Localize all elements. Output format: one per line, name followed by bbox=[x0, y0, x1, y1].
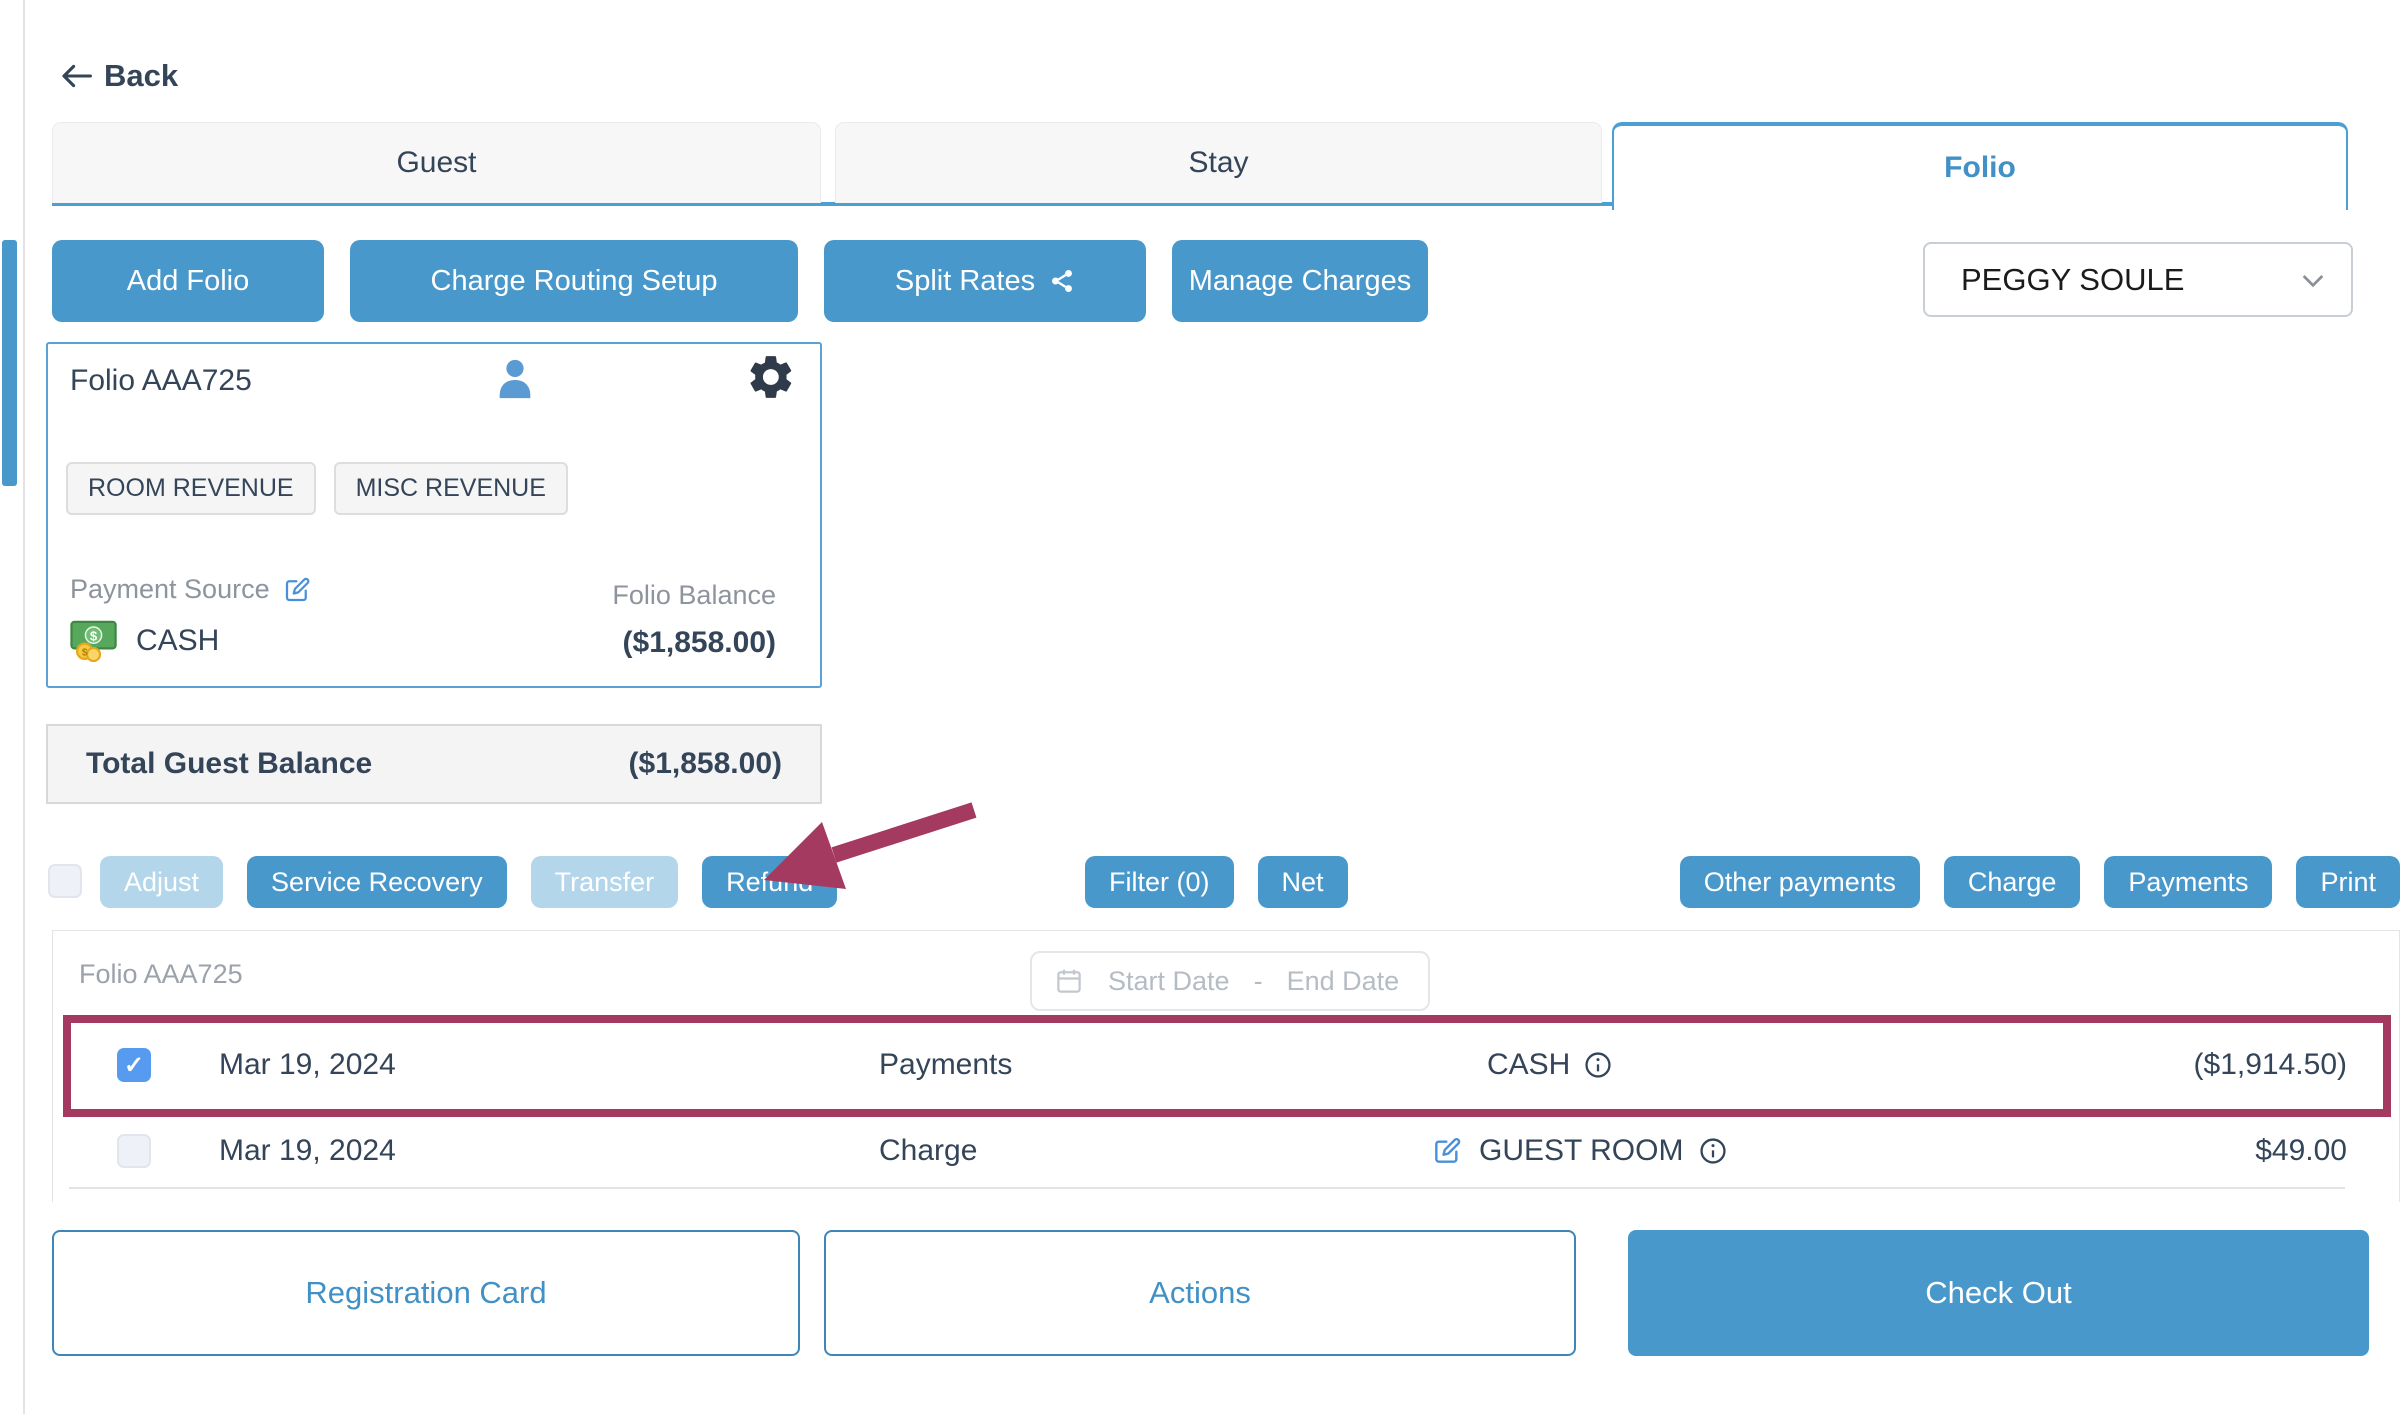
folio-balance-label: Folio Balance bbox=[612, 580, 776, 610]
row-type: Charge bbox=[879, 1134, 978, 1167]
ledger-actions-middle: Filter (0) Net bbox=[1085, 856, 1348, 908]
calendar-icon bbox=[1054, 966, 1084, 996]
revenue-tags: ROOM REVENUE MISC REVENUE bbox=[66, 462, 568, 515]
edit-charge-icon[interactable] bbox=[1431, 1135, 1463, 1167]
ledger-row-charge[interactable]: Mar 19, 2024 Charge GUEST ROOM $49 bbox=[53, 1113, 2399, 1189]
check-out-label: Check Out bbox=[1925, 1275, 2072, 1310]
row-description: GUEST ROOM bbox=[1431, 1134, 1727, 1168]
tab-stay[interactable]: Stay bbox=[835, 122, 1602, 203]
folio-settings-gear-icon[interactable] bbox=[746, 352, 796, 402]
tab-folio[interactable]: Folio bbox=[1612, 122, 2348, 210]
charge-label: Charge bbox=[1967, 866, 2057, 897]
back-arrow-icon bbox=[58, 61, 94, 91]
cash-money-icon: $ $ bbox=[70, 620, 120, 662]
filter-label: Filter (0) bbox=[1109, 866, 1210, 897]
info-icon[interactable] bbox=[1699, 1137, 1727, 1165]
folio-card: Folio AAA725 ROOM REVENUE MISC REVENUE P… bbox=[46, 342, 822, 688]
service-recovery-button[interactable]: Service Recovery bbox=[247, 856, 507, 908]
back-label: Back bbox=[104, 58, 179, 93]
total-guest-balance-value: ($1,858.00) bbox=[628, 747, 782, 780]
payment-source-value: CASH bbox=[136, 624, 220, 657]
manage-charges-label: Manage Charges bbox=[1188, 264, 1412, 297]
print-label: Print bbox=[2320, 866, 2376, 897]
filter-button[interactable]: Filter (0) bbox=[1085, 856, 1234, 908]
guest-selector-dropdown[interactable]: PEGGY SOULE bbox=[1923, 242, 2353, 317]
back-button[interactable]: Back bbox=[58, 58, 178, 94]
tab-guest[interactable]: Guest bbox=[52, 122, 821, 203]
row-type: Payments bbox=[879, 1048, 1013, 1081]
share-icon bbox=[1049, 268, 1075, 294]
other-payments-button[interactable]: Other payments bbox=[1679, 856, 1920, 908]
total-guest-balance-bar: Total Guest Balance ($1,858.00) bbox=[46, 724, 822, 804]
charge-routing-setup-button[interactable]: Charge Routing Setup bbox=[350, 240, 798, 322]
date-range-separator: - bbox=[1253, 965, 1263, 996]
chevron-down-icon bbox=[2297, 264, 2329, 296]
ledger-row-payment[interactable]: Mar 19, 2024 Payments CASH ($1,914.50) bbox=[53, 1027, 2399, 1103]
payments-label: Payments bbox=[2128, 866, 2249, 897]
add-folio-button[interactable]: Add Folio bbox=[52, 240, 324, 322]
row-date: Mar 19, 2024 bbox=[219, 1134, 396, 1167]
transfer-button[interactable]: Transfer bbox=[530, 856, 679, 908]
adjust-button[interactable]: Adjust bbox=[100, 856, 224, 908]
row-divider bbox=[69, 1187, 2345, 1189]
date-range-filter[interactable]: Start Date - End Date bbox=[1030, 951, 1430, 1011]
guest-selector-value: PEGGY SOULE bbox=[1961, 261, 2185, 297]
folio-toolbar: Add Folio Charge Routing Setup Split Rat… bbox=[52, 240, 1428, 322]
folio-ledger-table: Folio AAA725 Start Date - End Date Mar 1… bbox=[52, 930, 2400, 1202]
sidebar-edge-divider bbox=[23, 0, 25, 1414]
transfer-label: Transfer bbox=[554, 866, 655, 897]
svg-text:$: $ bbox=[90, 628, 98, 643]
tag-room-revenue: ROOM REVENUE bbox=[66, 462, 316, 515]
row-date: Mar 19, 2024 bbox=[219, 1048, 396, 1081]
payments-button[interactable]: Payments bbox=[2104, 856, 2273, 908]
tab-underline bbox=[52, 202, 1612, 206]
tab-guest-label: Guest bbox=[396, 146, 477, 179]
refund-label: Refund bbox=[726, 866, 814, 897]
net-label: Net bbox=[1281, 866, 1324, 897]
refund-button[interactable]: Refund bbox=[702, 856, 838, 908]
split-rates-label: Split Rates bbox=[894, 264, 1036, 297]
tab-stay-label: Stay bbox=[1188, 146, 1249, 179]
net-button[interactable]: Net bbox=[1257, 856, 1348, 908]
check-out-button[interactable]: Check Out bbox=[1628, 1230, 2369, 1356]
row-description-text: GUEST ROOM bbox=[1479, 1134, 1684, 1167]
row-amount: ($1,914.50) bbox=[2193, 1048, 2347, 1081]
svg-text:$: $ bbox=[82, 648, 88, 659]
service-recovery-label: Service Recovery bbox=[271, 866, 483, 897]
end-date-input[interactable]: End Date bbox=[1286, 965, 1400, 996]
folio-card-title: Folio AAA725 bbox=[70, 364, 252, 397]
payment-source-label: Payment Source bbox=[70, 574, 270, 604]
ledger-folio-label: Folio AAA725 bbox=[79, 959, 243, 989]
charge-routing-setup-label: Charge Routing Setup bbox=[430, 264, 718, 297]
edit-payment-source-icon[interactable] bbox=[282, 575, 312, 605]
total-guest-balance-label: Total Guest Balance bbox=[86, 747, 373, 780]
ledger-actions-right: Other payments Charge Payments Print bbox=[1679, 856, 2400, 908]
add-folio-label: Add Folio bbox=[126, 264, 250, 297]
start-date-input[interactable]: Start Date bbox=[1108, 965, 1230, 996]
folio-balance-value: ($1,858.00) bbox=[622, 626, 776, 659]
charge-button[interactable]: Charge bbox=[1943, 856, 2081, 908]
row-description-text: CASH bbox=[1487, 1048, 1571, 1081]
tag-misc-revenue: MISC REVENUE bbox=[333, 462, 568, 515]
row-checkbox-checked[interactable] bbox=[117, 1048, 151, 1082]
split-rates-button[interactable]: Split Rates bbox=[824, 240, 1146, 322]
print-button[interactable]: Print bbox=[2296, 856, 2400, 908]
actions-label: Actions bbox=[1149, 1275, 1251, 1310]
registration-card-label: Registration Card bbox=[305, 1275, 547, 1310]
manage-charges-button[interactable]: Manage Charges bbox=[1172, 240, 1428, 322]
adjust-label: Adjust bbox=[124, 866, 200, 897]
other-payments-label: Other payments bbox=[1703, 866, 1896, 897]
row-amount: $49.00 bbox=[2255, 1134, 2347, 1167]
actions-button[interactable]: Actions bbox=[824, 1230, 1576, 1356]
info-icon[interactable] bbox=[1584, 1051, 1612, 1079]
select-all-checkbox[interactable] bbox=[48, 864, 82, 898]
scroll-indicator-bar[interactable] bbox=[2, 240, 17, 486]
row-description: CASH bbox=[1487, 1048, 1612, 1082]
ledger-actions-left: Adjust Service Recovery Transfer Refund bbox=[100, 856, 838, 908]
registration-card-button[interactable]: Registration Card bbox=[52, 1230, 800, 1356]
tab-folio-label: Folio bbox=[1944, 151, 2016, 184]
guest-person-icon bbox=[492, 356, 538, 402]
row-checkbox-unchecked[interactable] bbox=[117, 1134, 151, 1168]
